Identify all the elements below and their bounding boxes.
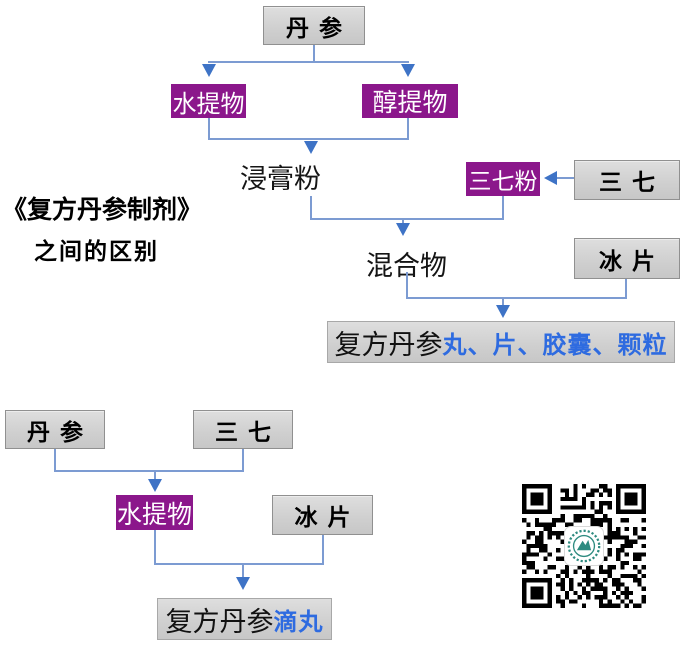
- connector-line: [154, 563, 324, 565]
- connector-line: [208, 138, 409, 140]
- connector-line: [208, 118, 210, 139]
- arrow-down-icon: [401, 64, 415, 77]
- arrow-down-icon: [236, 577, 250, 590]
- connector-line: [310, 218, 504, 220]
- product-top-prefix: 复方丹参: [334, 329, 443, 361]
- connector-line: [406, 272, 408, 298]
- title-line-2: 之间的区别: [34, 238, 159, 265]
- connector-line: [242, 563, 244, 578]
- node-sanqi-powder: 三七粉: [466, 162, 540, 196]
- node-extract-powder: 浸膏粉: [240, 164, 321, 195]
- connector-line: [322, 535, 324, 564]
- node-water-extract-bottom: 水提物: [116, 495, 193, 530]
- node-borneol-top-label: 冰片: [599, 247, 665, 275]
- diagram-title: 《复方丹参制剂》 之间的区别: [2, 190, 202, 266]
- node-product-bottom: 复方丹参滴丸: [157, 598, 332, 640]
- connector-line: [625, 279, 627, 298]
- node-sanqi-bottom-label: 三七: [215, 418, 281, 446]
- qr-code: [520, 484, 648, 608]
- node-danshen-bottom-label: 丹参: [27, 418, 93, 446]
- node-water-extract-top: 水提物: [171, 84, 246, 118]
- node-sanqi-powder-label: 三七粉: [468, 169, 538, 195]
- node-borneol-bottom-label: 冰片: [294, 504, 361, 531]
- product-bottom-forms: 滴丸: [273, 606, 324, 636]
- connector-line: [502, 297, 504, 306]
- connector-line: [154, 470, 156, 480]
- node-danshen-bottom: 丹参: [5, 410, 105, 449]
- connector-line: [407, 118, 409, 139]
- arrow-down-icon: [396, 223, 410, 236]
- connector-line: [402, 218, 404, 224]
- node-water-extract-top-label: 水提物: [172, 89, 245, 118]
- connector-line: [242, 449, 244, 471]
- title-line-1: 《复方丹参制剂》: [2, 195, 203, 224]
- node-borneol-bottom: 冰片: [272, 495, 373, 535]
- arrow-left-icon: [544, 171, 557, 185]
- node-danshen-top-label: 丹参: [286, 14, 352, 42]
- connector-line: [208, 61, 409, 63]
- connector-line: [556, 177, 574, 179]
- node-water-extract-bottom-label: 水提物: [116, 499, 192, 529]
- node-product-top: 复方丹参丸、片、胶囊、颗粒: [327, 321, 675, 363]
- qr-center-logo: [564, 526, 604, 566]
- connector-line: [54, 470, 244, 472]
- node-danshen-top: 丹参: [263, 6, 365, 45]
- node-sanqi-top: 三七: [574, 160, 680, 200]
- wreath-emblem-icon: [567, 529, 601, 563]
- connector-line: [154, 530, 156, 564]
- connector-line: [406, 297, 627, 299]
- arrow-down-icon: [148, 479, 162, 492]
- node-alcohol-extract-label: 醇提物: [372, 88, 448, 117]
- node-borneol-top: 冰片: [574, 238, 680, 279]
- connector-line: [54, 449, 56, 471]
- arrow-down-icon: [304, 141, 318, 154]
- arrow-down-icon: [496, 305, 510, 318]
- node-sanqi-top-label: 三七: [599, 169, 665, 196]
- product-top-forms: 丸、片、胶囊、颗粒: [442, 329, 668, 359]
- connector-line: [310, 196, 312, 219]
- connector-line: [502, 196, 504, 219]
- connector-line: [313, 45, 315, 62]
- node-alcohol-extract: 醇提物: [362, 84, 458, 118]
- qr-code-svg: [522, 484, 646, 608]
- arrow-down-icon: [202, 64, 216, 77]
- node-sanqi-bottom: 三七: [193, 410, 293, 449]
- product-bottom-prefix: 复方丹参: [165, 606, 274, 638]
